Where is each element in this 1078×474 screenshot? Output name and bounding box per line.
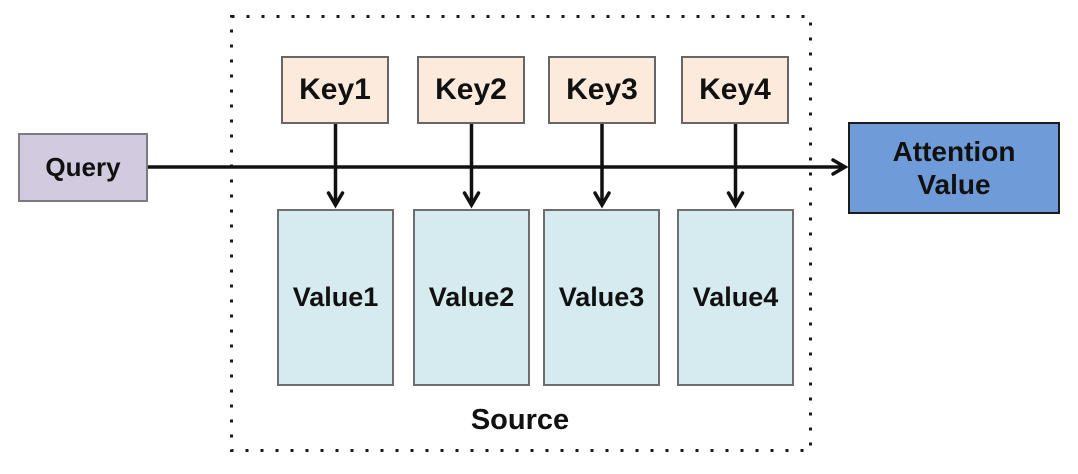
query-label: Query (45, 152, 121, 182)
value1-label: Value1 (292, 282, 379, 312)
key1-label: Key1 (299, 73, 371, 106)
value3-label: Value3 (558, 282, 645, 312)
attention-value-box: Attention Value (848, 122, 1060, 214)
value4-label: Value4 (692, 282, 779, 312)
key3-box: Key3 (548, 56, 656, 124)
key4-box: Key4 (681, 56, 789, 124)
key3-label: Key3 (566, 73, 638, 106)
value2-box: Value2 (413, 209, 530, 386)
source-label: Source (470, 404, 570, 436)
key4-label: Key4 (699, 73, 771, 106)
key2-box: Key2 (417, 56, 525, 124)
value4-box: Value4 (677, 209, 794, 386)
key2-label: Key2 (435, 73, 507, 106)
key1-box: Key1 (281, 56, 389, 124)
query-box: Query (18, 133, 148, 202)
value1-box: Value1 (277, 209, 394, 386)
value3-box: Value3 (543, 209, 660, 386)
attention-label-line1: Attention (892, 135, 1016, 167)
attention-label-line2: Value (917, 169, 991, 200)
value2-label: Value2 (428, 282, 515, 312)
